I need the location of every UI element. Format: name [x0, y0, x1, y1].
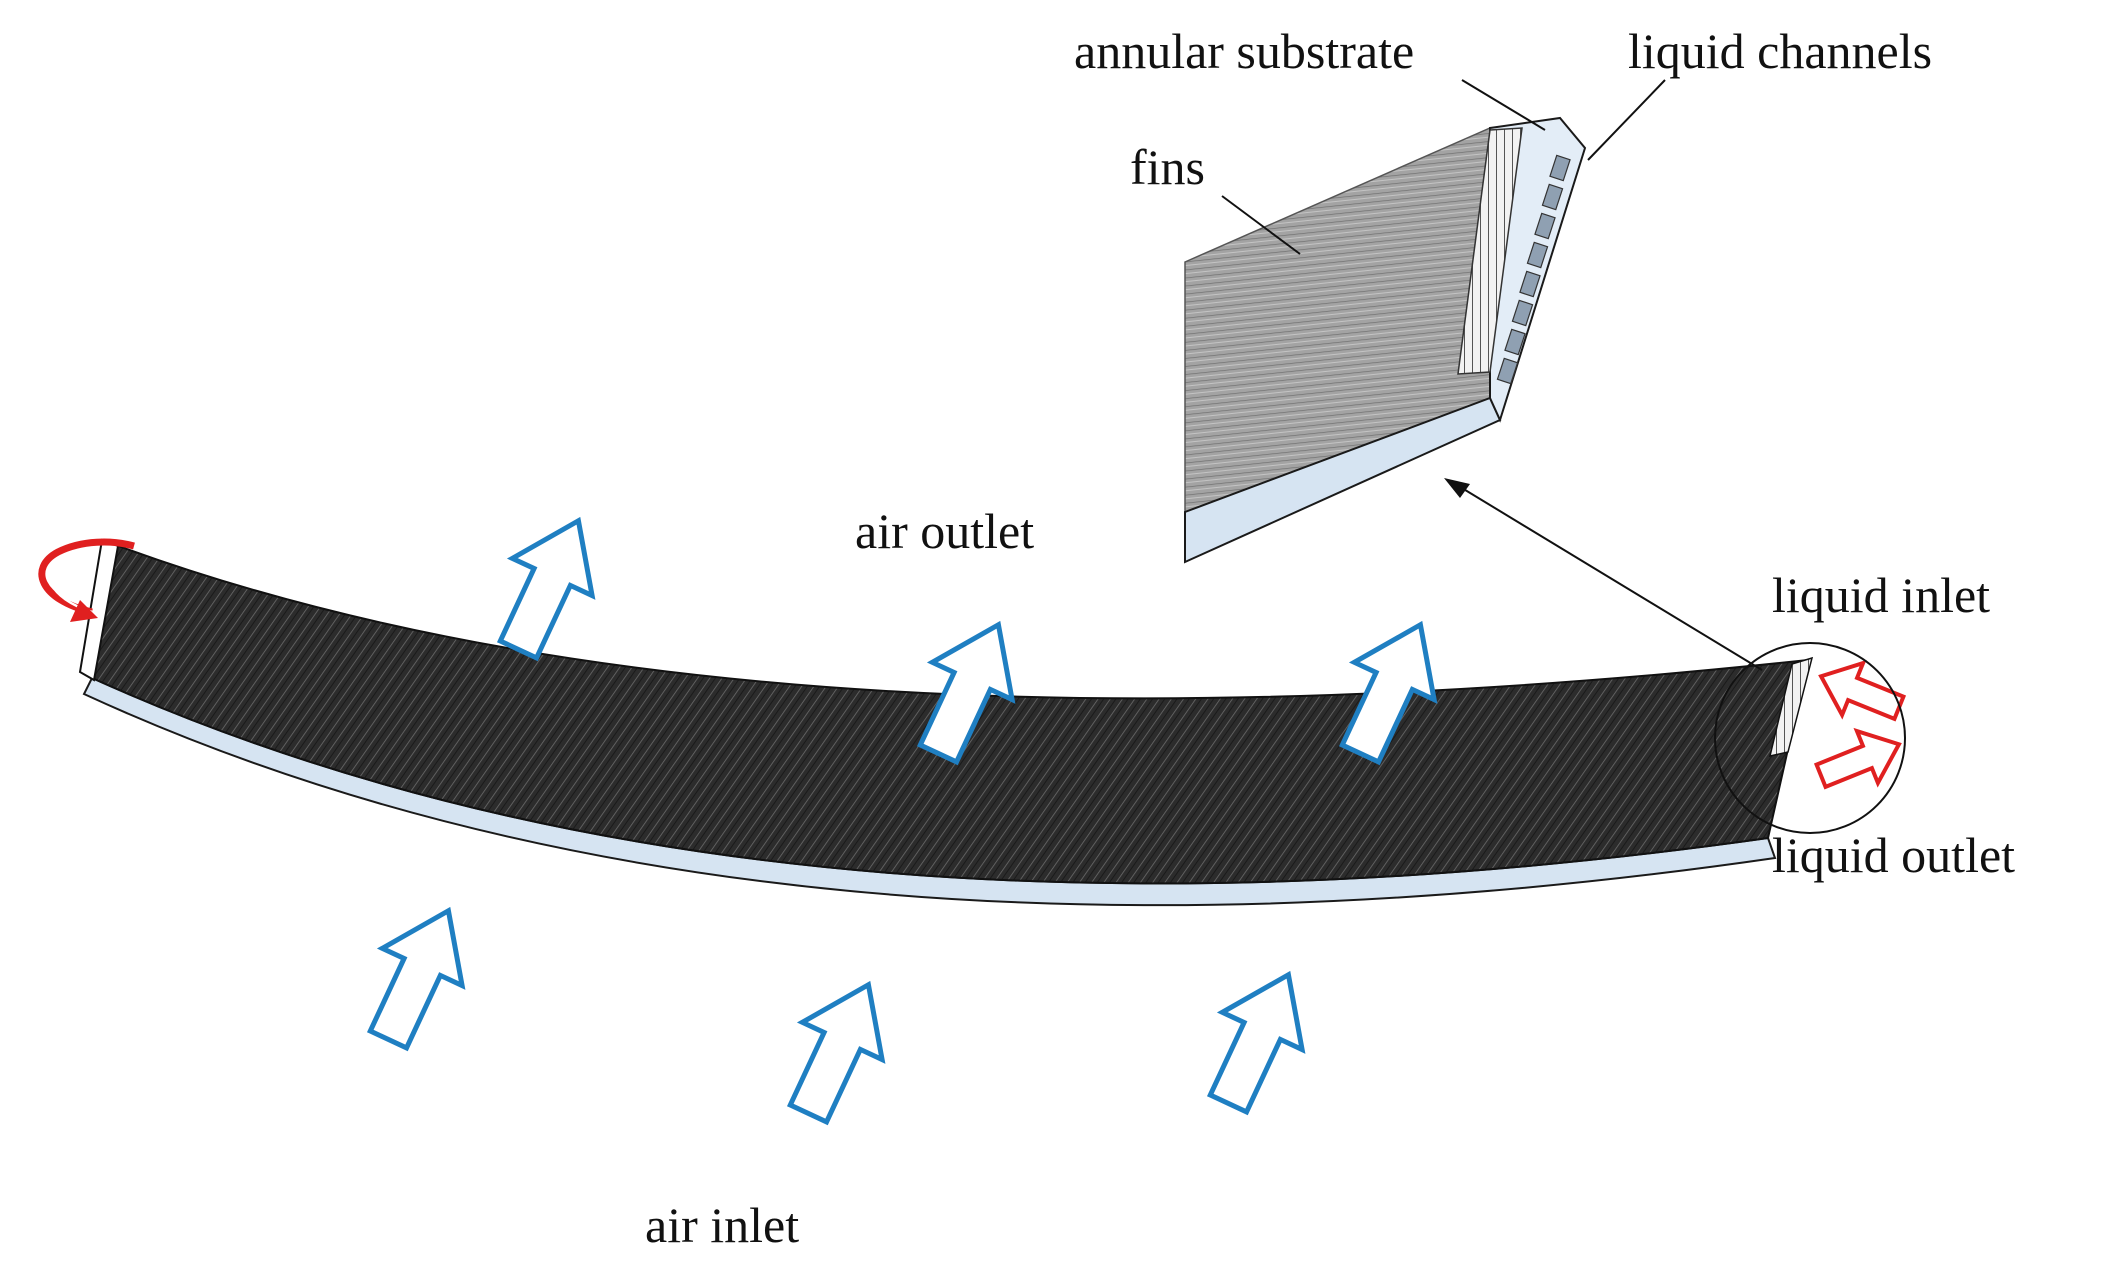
air-flow-arrow-icon [786, 980, 886, 1126]
label-liquid-outlet: liquid outlet [1772, 827, 2015, 883]
label-fins: fins [1130, 139, 1205, 195]
air-flow-arrow-icon [496, 516, 596, 662]
liquid-channel-slot [1519, 270, 1541, 298]
detail-circle [1714, 642, 1906, 834]
air-arrows-group [366, 516, 1438, 1126]
liquid-channel-slot [1541, 183, 1564, 211]
leader-fins [1221, 195, 1301, 255]
curved-return-arrow-icon [38, 538, 135, 622]
liquid-inlet-arrow-icon [1818, 659, 1907, 722]
right-end-comb [1768, 656, 1814, 757]
air-flow-arrow-icon [366, 906, 466, 1052]
liquid-channel-slot [1511, 299, 1534, 327]
liquid-channel-slot [1496, 357, 1519, 385]
leader-annular-substrate [1461, 79, 1546, 131]
zoom-detail-view [1184, 116, 1587, 564]
liquid-channel-slot [1504, 328, 1526, 356]
label-annular-substrate: annular substrate [1074, 23, 1414, 79]
liquid-channel-slot [1534, 212, 1556, 240]
leader-liquid-channels [1587, 79, 1666, 161]
label-liquid-inlet: liquid inlet [1772, 567, 1990, 623]
zoom-fin-comb [1457, 127, 1523, 375]
air-flow-arrow-icon [1338, 620, 1438, 766]
liquid-channel-slot [1526, 241, 1549, 269]
air-flow-arrow-icon [1206, 970, 1306, 1116]
label-air-inlet: air inlet [645, 1197, 799, 1253]
liquid-channel-slot [1549, 154, 1571, 182]
air-flow-arrow-icon [916, 620, 1016, 766]
detail-pointer-arrow [1444, 478, 1763, 671]
label-air-outlet: air outlet [855, 503, 1034, 559]
label-liquid-channels: liquid channels [1628, 23, 1932, 79]
liquid-channels-group [1496, 154, 1571, 385]
liquid-outlet-arrow-icon [1813, 727, 1902, 790]
